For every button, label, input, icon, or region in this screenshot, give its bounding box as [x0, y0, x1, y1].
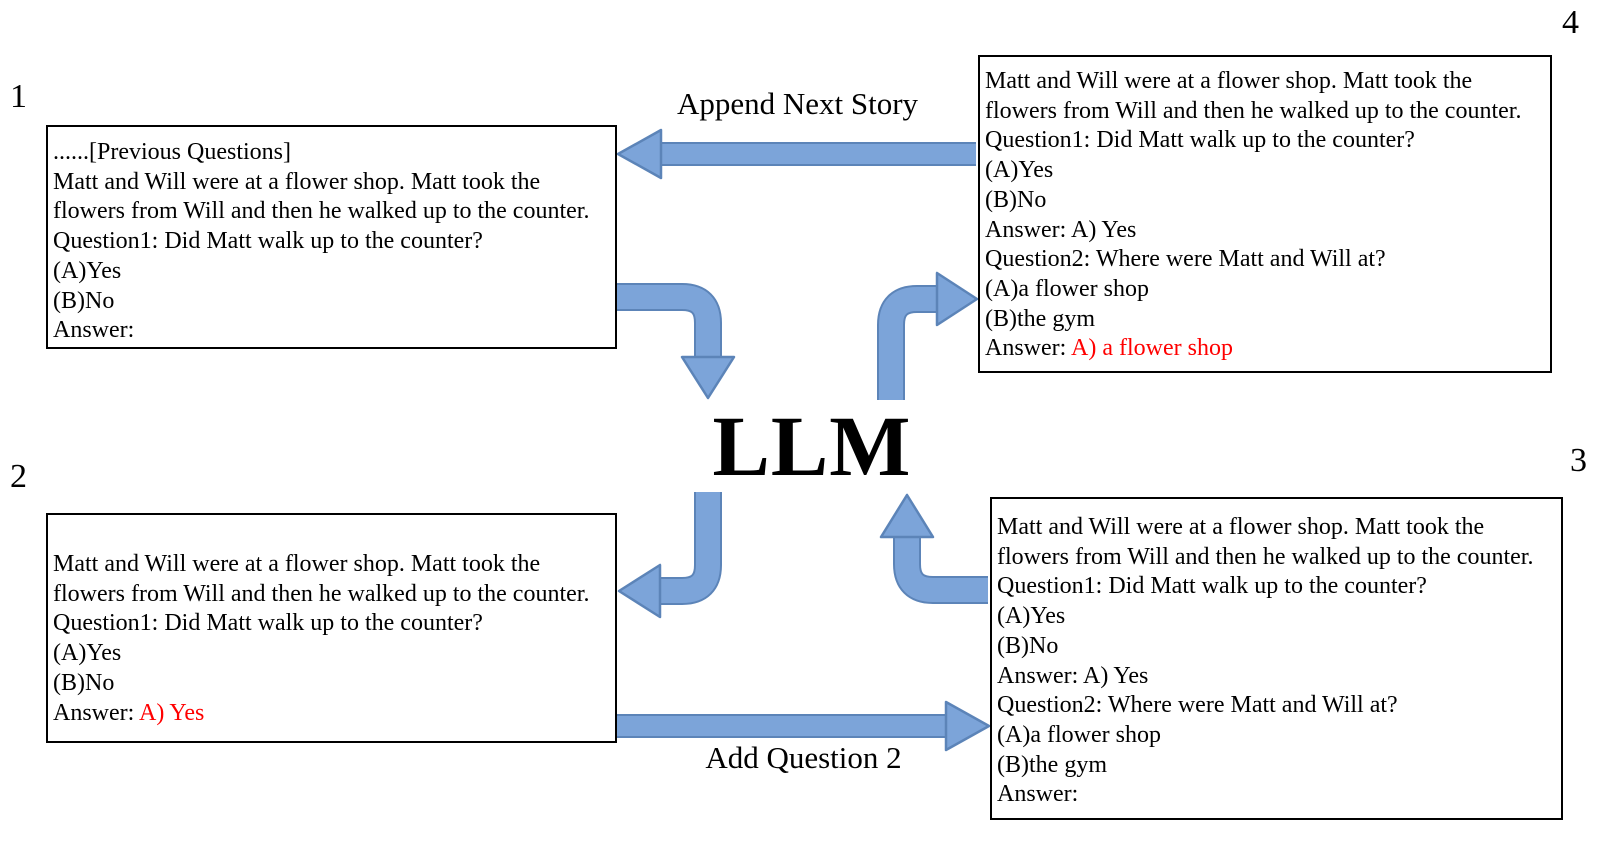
box-number-3: 3: [1570, 442, 1587, 479]
story-box-1: ......[Previous Questions] Matt and Will …: [46, 125, 617, 349]
story-box-3: Matt and Will were at a flower shop. Mat…: [990, 497, 1563, 820]
arrow-box3-to-llm: [879, 493, 988, 604]
box-line: (A)Yes: [53, 639, 615, 669]
box-line: Matt and Will were at a flower shop. Mat…: [53, 168, 615, 198]
box-text-segment: (A)Yes: [997, 603, 1066, 630]
box-line: Question1: Did Matt walk up to the count…: [985, 126, 1550, 156]
box-text-segment: Answer: A) Yes: [985, 216, 1137, 243]
box-text-segment: (B)No: [997, 632, 1059, 659]
box-line: Question2: Where were Matt and Will at?: [997, 691, 1561, 721]
box-line: Matt and Will were at a flower shop. Mat…: [997, 513, 1561, 543]
box-text-segment: Answer:: [53, 317, 135, 344]
box-line: Answer:: [53, 316, 615, 346]
box-line: Question1: Did Matt walk up to the count…: [53, 227, 615, 257]
arrow-box1-to-llm: [617, 283, 736, 400]
box-text-segment: (A)Yes: [53, 257, 122, 284]
box-text-segment: flowers from Will and then he walked up …: [997, 543, 1534, 570]
box-line: flowers from Will and then he walked up …: [53, 197, 615, 227]
box-text-segment: (A)a flower shop: [997, 721, 1161, 748]
box-text-segment: Answer:: [985, 335, 1071, 362]
box-line: flowers from Will and then he walked up …: [53, 580, 615, 610]
box-text-segment: (B)No: [53, 287, 115, 314]
box-text-segment: (B)the gym: [985, 305, 1095, 332]
box-line: (A)Yes: [997, 602, 1561, 632]
box-text-segment: Answer:: [53, 699, 139, 726]
box-text-segment: ......[Previous Questions]: [53, 139, 291, 165]
box-line: Answer: A) Yes: [985, 216, 1550, 246]
box-line: (B)No: [53, 287, 615, 317]
box-line: Answer: A) a flower shop: [985, 334, 1550, 364]
story-box-4: Matt and Will were at a flower shop. Mat…: [978, 55, 1552, 373]
box-text-segment: Answer: A) Yes: [997, 662, 1149, 689]
answer-highlight: A) a flower shop: [1071, 335, 1233, 362]
llm-label: LLM: [712, 398, 912, 494]
arrow-llm-to-box4: [877, 271, 979, 400]
box-line: (B)the gym: [997, 751, 1561, 781]
box-text-segment: Answer:: [997, 781, 1079, 808]
box-text-segment: Question1: Did Matt walk up to the count…: [997, 573, 1427, 600]
box-text-segment: (A)Yes: [985, 157, 1054, 184]
arrow-llm-to-box2: [617, 492, 722, 619]
box-text-segment: Matt and Will were at a flower shop. Mat…: [53, 551, 541, 577]
box-text-segment: Matt and Will were at a flower shop. Mat…: [53, 168, 541, 195]
box-text-segment: Question2: Where were Matt and Will at?: [997, 692, 1398, 719]
story-box-2: Matt and Will were at a flower shop. Mat…: [46, 513, 617, 743]
box-line: flowers from Will and then he walked up …: [985, 97, 1550, 127]
box-text-segment: Question1: Did Matt walk up to the count…: [53, 610, 483, 637]
box-text-segment: flowers from Will and then he walked up …: [53, 198, 590, 225]
box-text-segment: Question2: Where were Matt and Will at?: [985, 246, 1386, 273]
box-text-segment: (B)the gym: [997, 751, 1107, 778]
label-append-next-story: Append Next Story: [676, 86, 919, 121]
box-line: (B)No: [53, 669, 615, 699]
box-line: flowers from Will and then he walked up …: [997, 543, 1561, 573]
box-line: Matt and Will were at a flower shop. Mat…: [53, 550, 615, 580]
box-line: Question1: Did Matt walk up to the count…: [997, 572, 1561, 602]
label-add-question-2: Add Question 2: [705, 740, 902, 775]
box-line: Question1: Did Matt walk up to the count…: [53, 609, 615, 639]
answer-highlight: A) Yes: [139, 699, 205, 726]
box-number-4: 4: [1562, 4, 1579, 41]
box-number-1: 1: [10, 78, 27, 115]
box-line: Answer: A) Yes: [997, 662, 1561, 692]
box-line: (B)the gym: [985, 305, 1550, 335]
box-line: (B)No: [997, 632, 1561, 662]
box-text-segment: flowers from Will and then he walked up …: [53, 580, 590, 607]
box-text-segment: (A)a flower shop: [985, 275, 1149, 302]
box-line: Answer:: [997, 780, 1561, 810]
box-line: (A)a flower shop: [985, 275, 1550, 305]
box-text-segment: Matt and Will were at a flower shop. Mat…: [997, 514, 1485, 540]
box-text-segment: (A)Yes: [53, 640, 122, 667]
arrow-add-question-2: [617, 700, 991, 752]
box-line: (A)a flower shop: [997, 721, 1561, 751]
box-line: (A)Yes: [53, 257, 615, 287]
box-line: (A)Yes: [985, 156, 1550, 186]
box-line: ......[Previous Questions]: [53, 138, 615, 168]
box-line: Question2: Where were Matt and Will at?: [985, 245, 1550, 275]
box-text-segment: Question1: Did Matt walk up to the count…: [985, 127, 1415, 154]
box-line: (B)No: [985, 186, 1550, 216]
box-text-segment: (B)No: [985, 186, 1047, 213]
box-text-segment: Question1: Did Matt walk up to the count…: [53, 228, 483, 255]
box-text-segment: flowers from Will and then he walked up …: [985, 97, 1522, 124]
box-line: Answer: A) Yes: [53, 699, 615, 729]
arrow-append-next-story: [616, 128, 976, 180]
box-number-2: 2: [10, 458, 27, 495]
box-text-segment: (B)No: [53, 669, 115, 696]
box-line: Matt and Will were at a flower shop. Mat…: [985, 67, 1550, 97]
box-text-segment: Matt and Will were at a flower shop. Mat…: [985, 68, 1473, 94]
